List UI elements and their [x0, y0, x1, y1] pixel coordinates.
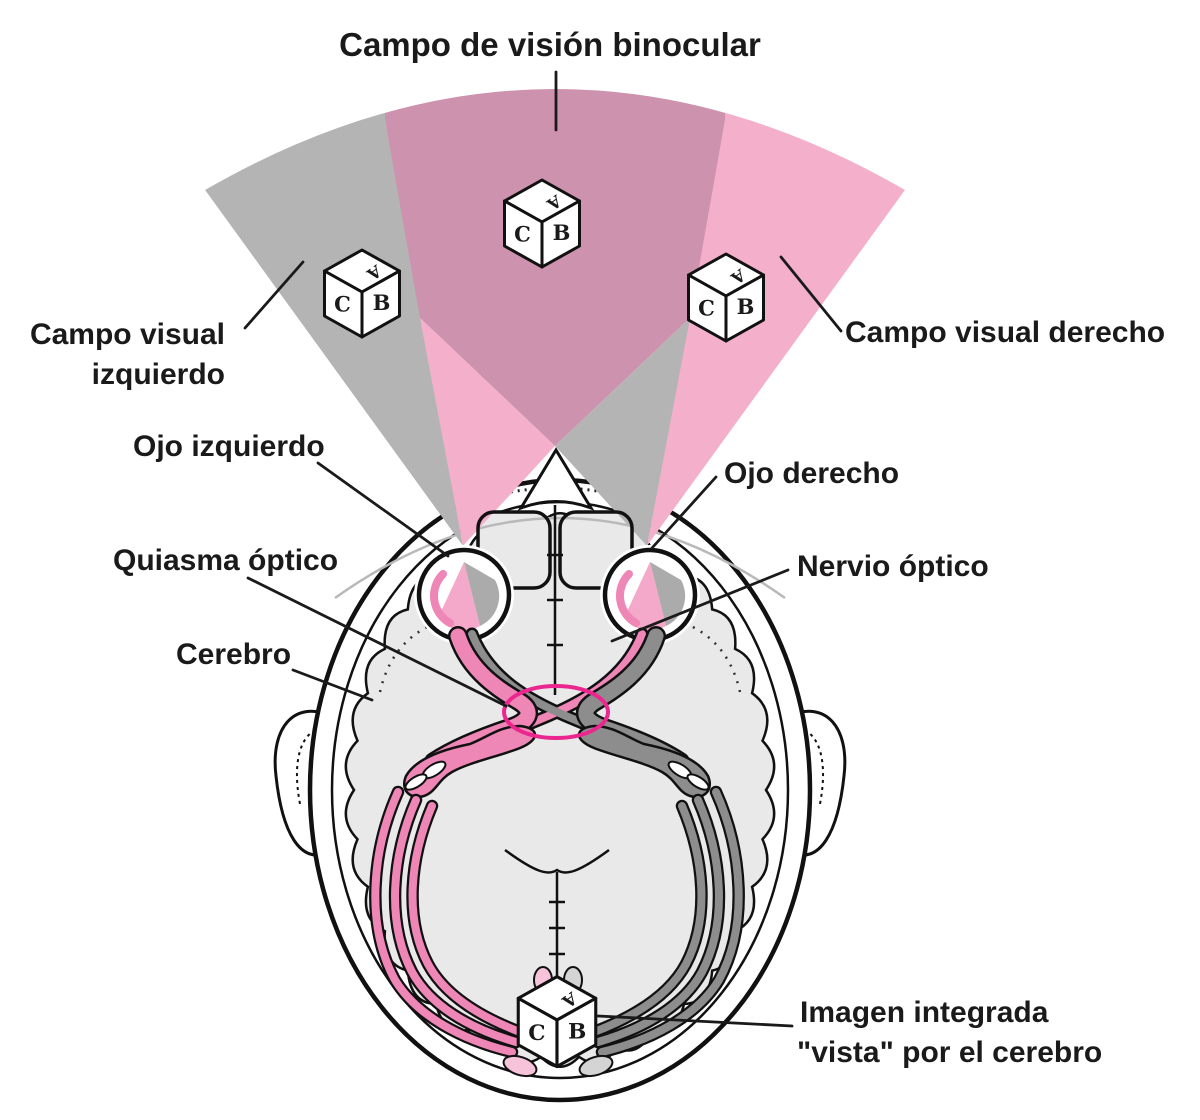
cube-integrated-image: C B A	[516, 975, 598, 1069]
leader-right-field	[779, 255, 843, 333]
pink-band-to-left-eye	[420, 318, 555, 546]
right-eye-gray-wedge	[650, 562, 686, 626]
left-eye	[414, 545, 514, 645]
occipital-foot-gray	[578, 1054, 614, 1078]
label-left-field-line2: izquierdo	[92, 358, 225, 391]
label-integrated-line2: "vista" por el cerebro	[797, 1036, 1102, 1069]
leader-right-eye	[650, 475, 718, 550]
optic-chiasm-ellipse	[502, 684, 610, 740]
label-binocular-field: Campo de visión binocular	[339, 26, 761, 63]
leader-left-eye	[316, 461, 450, 558]
right-ear	[789, 709, 847, 857]
svg-text:C: C	[514, 222, 531, 247]
label-right-eye: Ojo derecho	[724, 457, 899, 490]
label-left-field-line1: Campo visual	[30, 318, 225, 351]
optic-radiation-right-1	[598, 788, 743, 1056]
optic-nerves	[369, 626, 745, 1078]
left-eye-gray-wedge	[464, 562, 500, 626]
leader-chiasm	[246, 576, 508, 708]
label-nerve: Nervio óptico	[797, 550, 989, 583]
label-left-eye: Ojo izquierdo	[133, 430, 325, 463]
right-eye-retina-crescent	[616, 570, 640, 627]
optic-radiation-left-2	[391, 796, 520, 1046]
leader-integrated	[596, 1014, 794, 1028]
leader-left-field	[243, 260, 305, 330]
cube-binocular-field: C B A	[503, 178, 581, 269]
nose	[517, 447, 595, 511]
occipital-foot-pink	[502, 1054, 538, 1078]
gray-band-to-right-eye	[555, 318, 690, 546]
cube-left-field: C B A	[323, 248, 401, 339]
right-field-pink-sector	[647, 89, 905, 546]
svg-text:B: B	[737, 294, 755, 319]
cube-letter-c: C	[334, 292, 351, 317]
svg-text:C: C	[528, 1021, 545, 1046]
left-eye-retina-crescent	[430, 570, 454, 627]
optic-radiation-left-3	[408, 802, 524, 1036]
cube-letter-b: B	[373, 290, 391, 315]
cube-right-field: C B A	[687, 252, 765, 343]
left-eye-pink-wedge	[438, 562, 480, 631]
label-chiasm: Quiasma óptico	[113, 544, 338, 577]
label-brain: Cerebro	[176, 638, 291, 671]
lgn-loop-right	[577, 724, 711, 799]
leader-nerve	[610, 568, 790, 643]
label-integrated-line1: Imagen integrada	[800, 996, 1049, 1029]
face-skin-arc	[334, 516, 786, 600]
lgn-loop-left	[403, 724, 537, 799]
svg-text:B: B	[553, 220, 571, 245]
optic-radiation-right-3	[590, 802, 706, 1036]
left-ear	[273, 709, 331, 857]
longitudinal-fissure	[547, 505, 563, 695]
svg-text:B: B	[568, 1020, 586, 1045]
left-field-gray-sector	[205, 89, 463, 546]
cerebellar-vermis	[504, 848, 610, 984]
right-eye-pink-wedge	[624, 562, 666, 631]
leader-brain	[291, 668, 374, 702]
svg-text:C: C	[698, 296, 715, 321]
optic-radiation-left-1	[371, 788, 516, 1056]
optic-radiation-right-2	[594, 796, 723, 1046]
label-right-field: Campo visual derecho	[845, 316, 1165, 349]
